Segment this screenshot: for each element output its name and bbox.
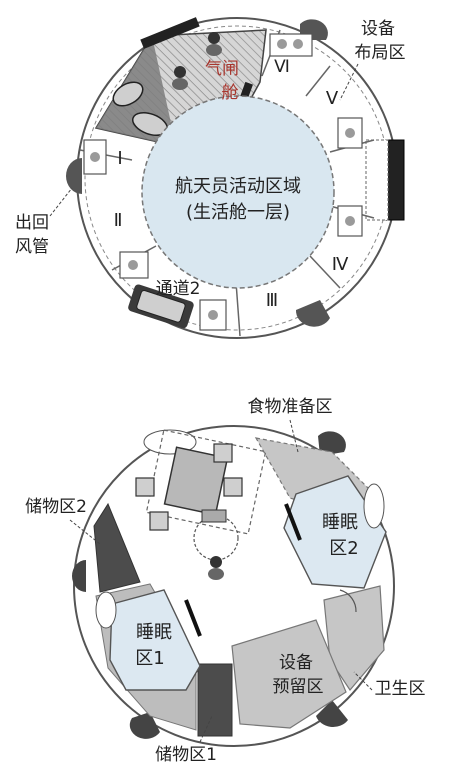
storage2-label: 储物区2 bbox=[25, 497, 87, 517]
passage2-label: 通道2 bbox=[156, 279, 201, 299]
top-right-hatch-frame bbox=[365, 139, 389, 221]
section-label-4: Ⅳ bbox=[332, 254, 349, 275]
top-equipment-boxes bbox=[83, 33, 363, 331]
table bbox=[163, 446, 229, 516]
equipment-area-label-line2: 布局区 bbox=[355, 43, 406, 63]
section-label-2: Ⅱ bbox=[114, 210, 123, 231]
section-label-5: Ⅴ bbox=[326, 88, 339, 109]
bottom-hatch-left bbox=[95, 591, 117, 629]
astronaut-activity-area bbox=[141, 95, 335, 289]
equipment-reserve-area bbox=[231, 619, 347, 729]
top-passage2-hatch bbox=[128, 284, 194, 329]
bottom-duct-left bbox=[72, 560, 86, 592]
rotation-circle bbox=[193, 515, 239, 561]
bottom-duct-bottomright bbox=[316, 700, 348, 728]
equip-reserve-label-line1: 设备 bbox=[279, 653, 313, 673]
exit-duct-label-line2: 风管 bbox=[15, 237, 49, 257]
top-bottomright-duct bbox=[295, 300, 330, 327]
sleep1-dark-edge bbox=[184, 599, 202, 637]
sleep2-label-line2: 区2 bbox=[329, 538, 358, 559]
airlock-pods bbox=[112, 81, 169, 136]
food-prep-leader bbox=[289, 419, 299, 453]
food-prep-label: 食物准备区 bbox=[248, 397, 333, 417]
table-zone bbox=[145, 429, 267, 535]
section-label-1: Ⅰ bbox=[117, 148, 122, 169]
center-label-line2: (生活舱一层) bbox=[186, 202, 290, 223]
top-diagram: 航天员活动区域 (生活舱一层) 气闸 舱 设备 布局区 出回 风管 通道2 Ⅰ … bbox=[15, 17, 406, 339]
storage2-area bbox=[93, 502, 141, 593]
storage1-label: 储物区1 bbox=[155, 745, 217, 765]
sleep2-dark-edge bbox=[284, 503, 302, 541]
equip-reserve-label-line2: 预留区 bbox=[273, 677, 324, 697]
exit-duct-leader bbox=[49, 187, 73, 217]
sleep-area-1 bbox=[109, 589, 201, 691]
hygiene-door-arc bbox=[339, 589, 357, 613]
sleep-area-2 bbox=[283, 475, 387, 589]
seat-boxes bbox=[135, 443, 243, 531]
storage1-area bbox=[197, 663, 233, 737]
astronaut-icon bbox=[208, 556, 224, 580]
ladder-hatch bbox=[201, 509, 227, 523]
center-label-line1: 航天员活动区域 bbox=[175, 176, 301, 197]
bottom-duct-topright bbox=[318, 431, 346, 456]
hygiene-label: 卫生区 bbox=[375, 679, 426, 699]
storage2-leader bbox=[69, 519, 101, 545]
bottom-diagram: 食物准备区 储物区2 睡眠 区2 睡眠 区1 设备 预留区 卫生区 储物区1 bbox=[25, 397, 425, 765]
hygiene-leader bbox=[353, 671, 373, 691]
sleep1-label-line2: 区1 bbox=[135, 648, 164, 669]
bottom-hatch-right bbox=[363, 483, 385, 529]
astronaut-icon bbox=[206, 32, 222, 56]
bottom-duct-bottomleft bbox=[129, 712, 160, 739]
top-equipment-dots bbox=[90, 39, 355, 320]
equipment-area-label-line1: 设备 bbox=[361, 19, 395, 39]
sleep2-label-line1: 睡眠 bbox=[322, 512, 358, 533]
equipment-area-leader bbox=[339, 63, 359, 101]
airlock-label-line2: 舱 bbox=[222, 83, 239, 103]
airlock-label-line1: 气闸 bbox=[205, 59, 239, 79]
astronaut-icon bbox=[172, 66, 188, 90]
top-right-hatch bbox=[385, 139, 405, 221]
sleep1-label-line1: 睡眠 bbox=[136, 622, 172, 643]
section-label-6: Ⅵ bbox=[274, 57, 290, 77]
airlock-top-bar bbox=[140, 17, 200, 49]
top-left-duct bbox=[66, 158, 82, 194]
exit-duct-label-line1: 出回 bbox=[15, 213, 49, 233]
section-label-3: Ⅲ bbox=[266, 290, 278, 311]
